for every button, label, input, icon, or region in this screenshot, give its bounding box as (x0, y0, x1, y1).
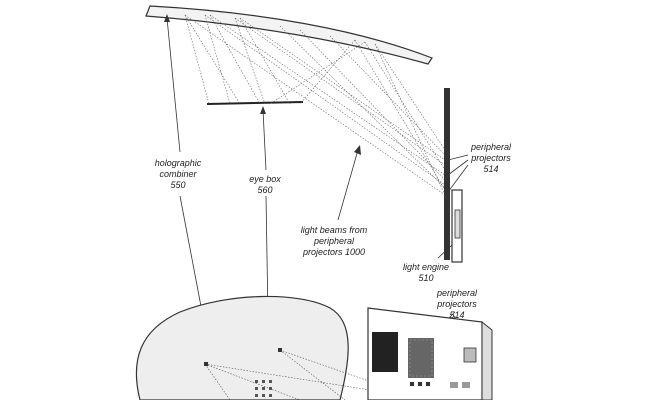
projector-device (367, 307, 493, 400)
eye-point-right (278, 348, 282, 352)
label-peripheral-projectors-top: peripheral projectors 514 (470, 142, 512, 174)
label-light-beams: light beams from peripheral projectors 1… (300, 225, 368, 257)
projector-small-box (463, 347, 477, 363)
holographic-combiner (145, 5, 433, 65)
label-light-engine: light engine 510 (402, 262, 450, 283)
eye-point-left (204, 362, 208, 366)
label-eye-box: eye box 560 (249, 174, 281, 195)
label-peripheral-projectors-bottom: peripheral projectors 514 (436, 288, 478, 320)
eye-box-bar (206, 101, 304, 105)
projector-checker-square (408, 338, 434, 378)
light-beams (184, 14, 446, 196)
arrowheads (164, 14, 361, 155)
eye-beams (204, 349, 381, 400)
label-holographic-combiner: holographic combiner 550 (154, 158, 202, 190)
light-engine-inner (454, 209, 461, 239)
projector-dark-square (372, 332, 398, 372)
eye-grid (255, 380, 272, 397)
peripheral-projector-bar (444, 88, 450, 260)
head-outline (135, 295, 349, 400)
